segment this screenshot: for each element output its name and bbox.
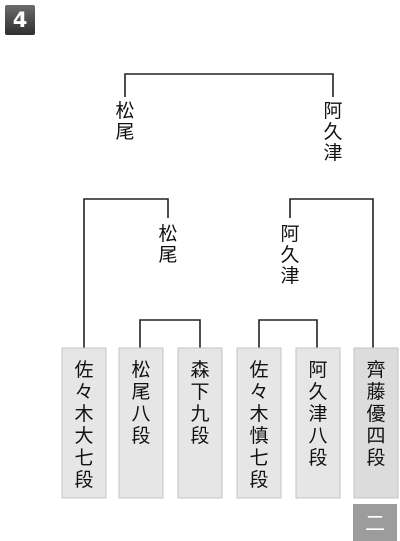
player-name-5: 阿久津八段 <box>308 359 327 469</box>
player-box-6 <box>353 347 399 499</box>
bottom-badge-text: 二 <box>365 511 385 535</box>
round-badge: 4 <box>5 5 35 35</box>
player-box-5 <box>295 347 341 499</box>
player-names: 佐々木大七段 松尾八段 森下九段 佐々木慎七段 阿久津八段 齊藤優四段 <box>74 359 385 491</box>
final-winner-left: 松尾 <box>115 100 134 143</box>
bracket-lines <box>83 73 374 355</box>
player-box-1 <box>61 347 107 499</box>
player-box-2 <box>118 347 164 499</box>
player-name-3: 森下九段 <box>190 359 209 447</box>
player-name-4: 佐々木慎七段 <box>249 359 268 491</box>
player-name-6: 齊藤優四段 <box>366 359 385 469</box>
bottom-badge <box>353 504 397 541</box>
player-boxes <box>61 347 399 499</box>
player-name-1: 佐々木大七段 <box>74 359 93 491</box>
semi-winner-right: 阿久津 <box>280 223 299 287</box>
semi-winner-left: 松尾 <box>158 223 177 266</box>
final-winner-right: 阿久津 <box>323 100 342 164</box>
player-name-2: 松尾八段 <box>131 359 150 447</box>
player-box-3 <box>177 347 223 499</box>
player-box-4 <box>236 347 282 499</box>
